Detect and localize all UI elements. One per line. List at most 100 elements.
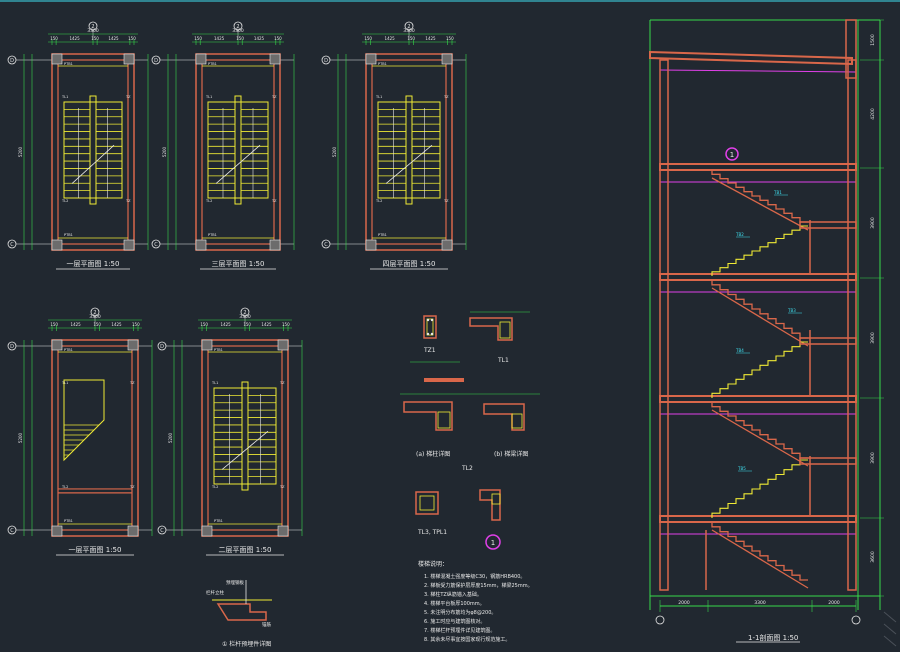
axis-label: C bbox=[324, 242, 328, 248]
corner-column bbox=[123, 53, 135, 65]
note-line: 3. 梯柱TZ纵筋锚入基础。 bbox=[424, 591, 482, 598]
stair-flight-cut bbox=[711, 459, 808, 518]
tl2-tag: TL2 bbox=[61, 199, 68, 203]
axis-label: D bbox=[160, 344, 164, 350]
tl-tag: TL1 bbox=[375, 95, 382, 99]
plan-seg-dim: 1425 bbox=[214, 36, 225, 41]
section-level-dim: 1500 bbox=[870, 34, 876, 46]
plan-seg-dim: 1425 bbox=[425, 36, 436, 41]
corner-column bbox=[269, 239, 281, 251]
plan-title: 三层平面图 1:50 bbox=[212, 260, 265, 268]
tz-tag: TZ bbox=[279, 485, 285, 489]
plan-seg-dim: 1425 bbox=[385, 36, 396, 41]
section-title: 1-1剖面图 1:50 bbox=[748, 633, 798, 642]
corner-column bbox=[127, 339, 139, 351]
section-flight-tag: TB5 bbox=[737, 466, 746, 471]
section-flight-tag: TB4 bbox=[735, 348, 744, 353]
tl-tag: TL1 bbox=[205, 95, 212, 99]
section-cut-number: 1 bbox=[730, 151, 734, 159]
pb-tag: PTB1 bbox=[208, 233, 217, 237]
corner-column bbox=[365, 239, 377, 251]
axis-label: 2 bbox=[243, 310, 246, 316]
tz1-label: TZ1 bbox=[423, 347, 436, 354]
plan-seg-dim: 150 bbox=[93, 322, 101, 327]
axis-bubble bbox=[655, 615, 665, 625]
pb-tag: PTB1 bbox=[214, 519, 223, 523]
axis-label: D bbox=[10, 344, 14, 350]
plan-side-dim: 5200 bbox=[162, 146, 167, 157]
plan-seg-dim: 1425 bbox=[254, 36, 265, 41]
plan-side-dim: 5200 bbox=[18, 146, 23, 157]
plan-overall-dim: 3300 bbox=[232, 28, 244, 34]
stair-flight-cut bbox=[711, 225, 808, 276]
plan-title: 一层平面图 1:50 bbox=[67, 260, 120, 268]
corner-column bbox=[365, 53, 377, 65]
small-detail-label: 锚筋 bbox=[262, 621, 271, 628]
corner-column bbox=[195, 239, 207, 251]
note-line: 4. 楼梯平台板厚100mm。 bbox=[424, 600, 485, 607]
tl2-tag: TL2 bbox=[375, 199, 382, 203]
axis-label: 2 bbox=[236, 24, 239, 30]
tz-tag: TZ bbox=[443, 95, 449, 99]
pb-tag: PTB1 bbox=[64, 233, 73, 237]
section-bottom-dim: 3300 bbox=[754, 600, 766, 606]
axis-label: C bbox=[10, 528, 14, 534]
plan-seg-dim: 150 bbox=[236, 36, 244, 41]
axis-label: D bbox=[154, 58, 158, 64]
plan-side-dim: 5200 bbox=[18, 432, 23, 443]
pb-tag: PTB1 bbox=[64, 348, 73, 352]
tz-tag: TZ bbox=[129, 381, 135, 385]
small-detail-label: 预埋钢板 bbox=[226, 579, 244, 586]
stair-flight bbox=[711, 402, 808, 459]
plan-seg-dim: 1425 bbox=[111, 322, 122, 327]
plan-seg-dim: 1425 bbox=[221, 322, 232, 327]
pb-tag: PTB1 bbox=[64, 62, 73, 66]
tz-tag: TZ bbox=[443, 199, 449, 203]
axis-label: C bbox=[10, 242, 14, 248]
tl2-tag: TL2 bbox=[61, 485, 68, 489]
section-flight-tag: TB3 bbox=[787, 308, 796, 313]
detail-caption-a: (a) 梯柱详图 bbox=[416, 450, 450, 458]
pb-tag: PTB1 bbox=[378, 233, 387, 237]
detail-bubble bbox=[485, 534, 501, 550]
tz-tag: TZ bbox=[271, 95, 277, 99]
stair-flight bbox=[711, 170, 808, 223]
section-cut-bubble bbox=[725, 147, 739, 161]
right-edge-hatch bbox=[883, 611, 897, 647]
section-bottom-dim: 2000 bbox=[828, 600, 840, 606]
pb-tag: PTB1 bbox=[378, 62, 387, 66]
tz-tag: TZ bbox=[125, 199, 131, 203]
plan-title: 一层平面图 1:50 bbox=[69, 546, 122, 554]
section-flight-tag: TB2 bbox=[735, 232, 744, 237]
corner-column bbox=[277, 339, 289, 351]
section-level-dim: 3600 bbox=[870, 551, 876, 563]
axis-label: 2 bbox=[93, 310, 96, 316]
notes-title: 楼梯说明： bbox=[418, 560, 448, 568]
axis-label: C bbox=[160, 528, 164, 534]
plan-seg-dim: 150 bbox=[274, 36, 282, 41]
tz-tag: TZ bbox=[125, 95, 131, 99]
tl2-tag: TL2 bbox=[211, 485, 218, 489]
plan-seg-dim: 1425 bbox=[69, 36, 80, 41]
note-line: 8. 其余未尽事宜按国家现行规范施工。 bbox=[424, 636, 510, 643]
corner-column bbox=[51, 525, 63, 537]
plan-overall-dim: 3300 bbox=[87, 28, 99, 34]
axis-label: 2 bbox=[407, 24, 410, 30]
corner-column bbox=[51, 53, 63, 65]
tz-tag: TZ bbox=[129, 485, 135, 489]
plan-side-dim: 5200 bbox=[332, 146, 337, 157]
beam-column-details: TZ1 TL1 (a) 梯柱详图 (b) 梯梁详图 TL2 TL3, TPL1 … bbox=[400, 311, 540, 550]
section-bottom-dim: 2000 bbox=[678, 600, 690, 606]
tl-tag: TL1 bbox=[211, 381, 218, 385]
plan-side-dim: 5200 bbox=[168, 432, 173, 443]
corner-column bbox=[51, 239, 63, 251]
axis-label: C bbox=[154, 242, 158, 248]
